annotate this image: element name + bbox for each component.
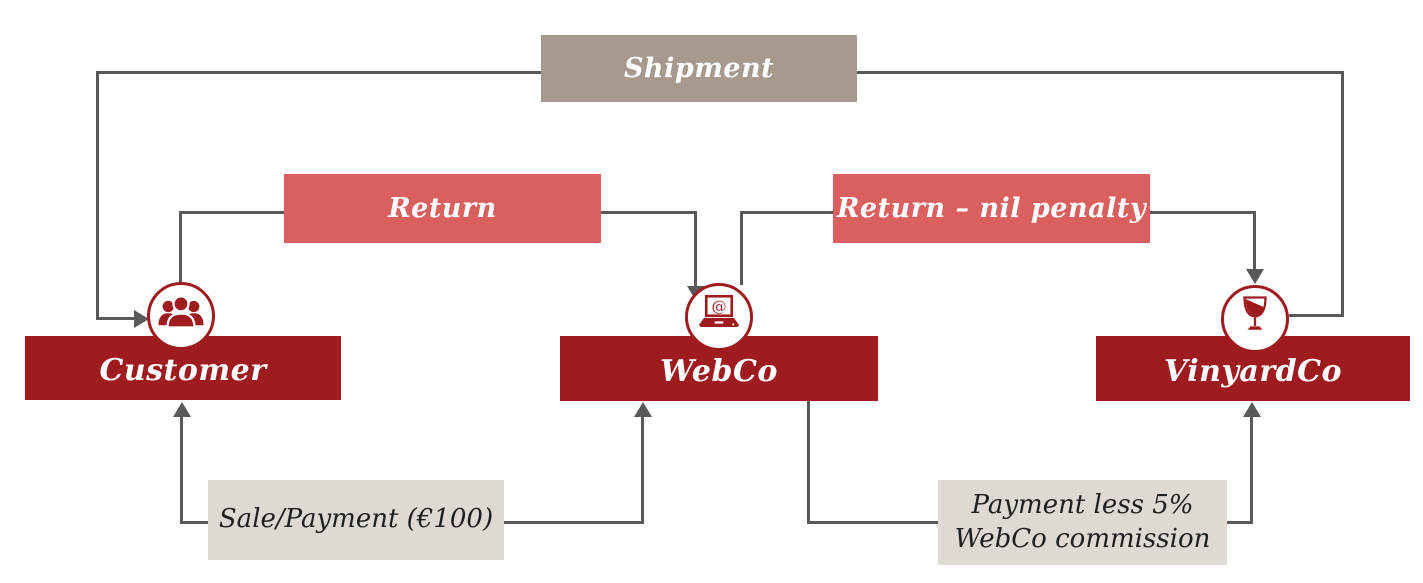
shipment-connector-into-customer	[96, 317, 134, 320]
arrowhead-into-customer-box	[173, 402, 191, 417]
payment-connector-left	[807, 401, 810, 524]
return-nil-connector-left	[740, 211, 834, 214]
return-flow-label: Return	[388, 193, 497, 224]
return-flow-box: Return	[284, 174, 601, 243]
webco-icon-circle: @	[685, 283, 753, 351]
shipment-flow-label: Shipment	[623, 53, 775, 84]
shipment-connector-left-down	[96, 71, 99, 319]
arrowhead-into-customer-icon	[134, 310, 149, 328]
arrowhead-into-webco-box	[634, 402, 652, 417]
entity-customer-label: Customer	[99, 353, 267, 388]
return-nil-penalty-flow-box: Return – nil penalty	[833, 174, 1150, 243]
people-group-icon	[157, 290, 205, 342]
arrowhead-into-vinyardco-box	[1243, 402, 1261, 417]
return-connector-left	[179, 211, 286, 214]
svg-text:@: @	[712, 297, 727, 315]
return-connector-into-webco	[694, 211, 697, 287]
shipment-flow-box: Shipment	[541, 35, 857, 102]
return-nil-connector-right	[1150, 211, 1256, 214]
sale-payment-flow-box: Sale/Payment (€100)	[208, 480, 504, 560]
vinyardco-icon-circle	[1221, 285, 1289, 353]
return-nil-connector-into-vinyardco	[1253, 211, 1256, 270]
payment-connector-right	[1250, 416, 1253, 524]
entity-webco-label: WebCo	[660, 354, 778, 389]
arrowhead-into-vinyardco-icon	[1246, 269, 1264, 284]
return-connector-from-customer	[179, 211, 182, 284]
wine-glass-icon	[1231, 293, 1279, 345]
sale-payment-flow-label: Sale/Payment (€100)	[218, 504, 494, 535]
sale-connector-right	[641, 416, 644, 524]
customer-icon-circle	[147, 282, 215, 350]
shipment-connector-from-vinyardco	[1289, 314, 1344, 317]
return-connector-right	[601, 211, 697, 214]
sale-connector-left	[180, 416, 183, 524]
entity-vinyardco-label: VinyardCo	[1164, 354, 1342, 389]
payment-commission-flow-box: Payment less 5% WebCo commission	[938, 480, 1227, 565]
return-nil-connector-from-webco	[740, 211, 743, 285]
return-nil-penalty-flow-label: Return – nil penalty	[836, 193, 1147, 224]
shipment-connector-right-down	[1341, 71, 1344, 316]
laptop-email-icon: @	[695, 291, 743, 343]
payment-commission-flow-label: Payment less 5% WebCo commission	[954, 489, 1211, 554]
